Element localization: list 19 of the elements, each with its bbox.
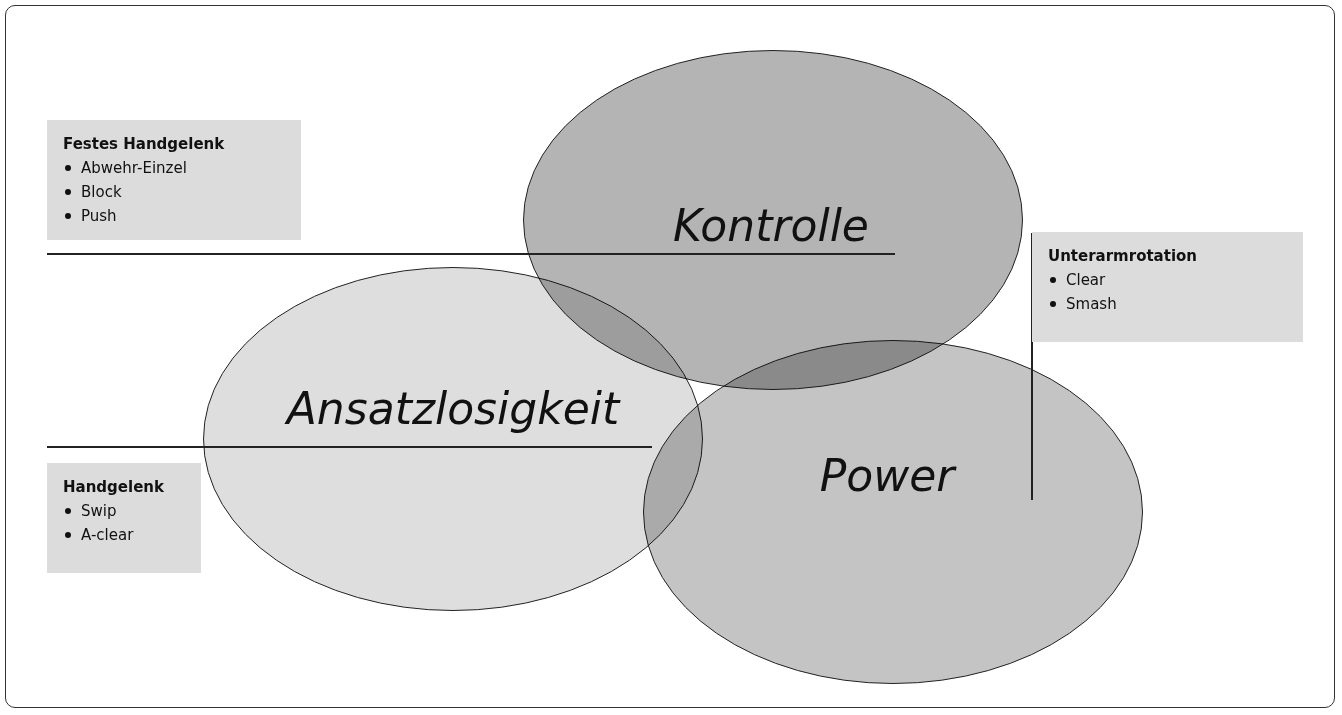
leader-line	[1031, 232, 1033, 501]
list-item: Push	[63, 204, 117, 228]
card-heading: Unterarmrotation	[1048, 246, 1198, 267]
list-item: Clear	[1048, 268, 1106, 292]
list-item: Block	[63, 180, 122, 204]
card-heading: Handgelenk	[63, 477, 164, 498]
list-item: Abwehr-Einzel	[63, 156, 187, 180]
list-item: Smash	[1048, 292, 1117, 316]
list-item: Swip	[63, 499, 117, 523]
ellipse-label: Kontrolle	[673, 201, 869, 250]
label-card	[47, 120, 301, 240]
label-card	[47, 463, 201, 573]
ellipse-label: Power	[819, 451, 955, 500]
leader-line	[46, 253, 896, 255]
list-item: A-clear	[63, 523, 134, 547]
label-card	[1032, 232, 1303, 342]
card-heading: Festes Handgelenk	[63, 134, 225, 155]
ellipse-label: Ansatzlosigkeit	[286, 384, 620, 433]
leader-line	[46, 446, 653, 448]
